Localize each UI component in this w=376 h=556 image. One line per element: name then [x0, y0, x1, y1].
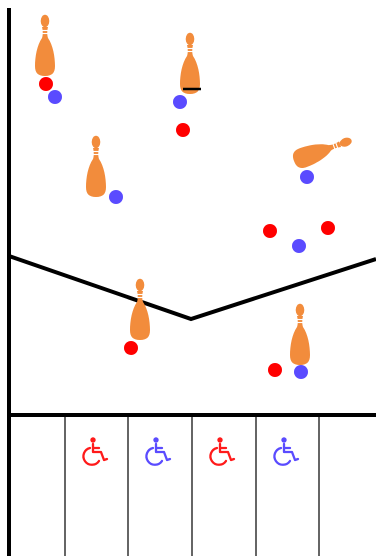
bowling-pin-icon	[290, 304, 310, 365]
stall-2	[83, 437, 107, 464]
bowling-pin-icon	[86, 136, 106, 197]
stall-3	[146, 437, 170, 464]
ball-10	[124, 341, 138, 355]
wheelchair-icon	[210, 437, 234, 464]
ball-12	[294, 365, 308, 379]
bowling-pin-icon	[130, 279, 150, 340]
pins-layer	[35, 15, 355, 365]
v-barrier	[9, 256, 376, 319]
ball-4	[176, 123, 190, 137]
ball-2	[48, 90, 62, 104]
stall-4	[210, 437, 234, 464]
ball-3	[173, 95, 187, 109]
bowling-pin-icon	[180, 33, 200, 94]
ball-11	[268, 363, 282, 377]
ball-1	[39, 77, 53, 91]
ball-8	[292, 239, 306, 253]
bowling-pin-icon	[35, 15, 55, 76]
ball-6	[300, 170, 314, 184]
ball-5	[109, 190, 123, 204]
stall-area	[65, 417, 319, 556]
wheelchair-icon	[146, 437, 170, 464]
stall-5	[274, 437, 298, 464]
wheelchair-icon	[83, 437, 107, 464]
balls-layer	[39, 77, 335, 379]
ball-9	[321, 221, 335, 235]
wheelchair-icon	[274, 437, 298, 464]
ball-7	[263, 224, 277, 238]
bowling-pin-icon	[291, 131, 355, 171]
